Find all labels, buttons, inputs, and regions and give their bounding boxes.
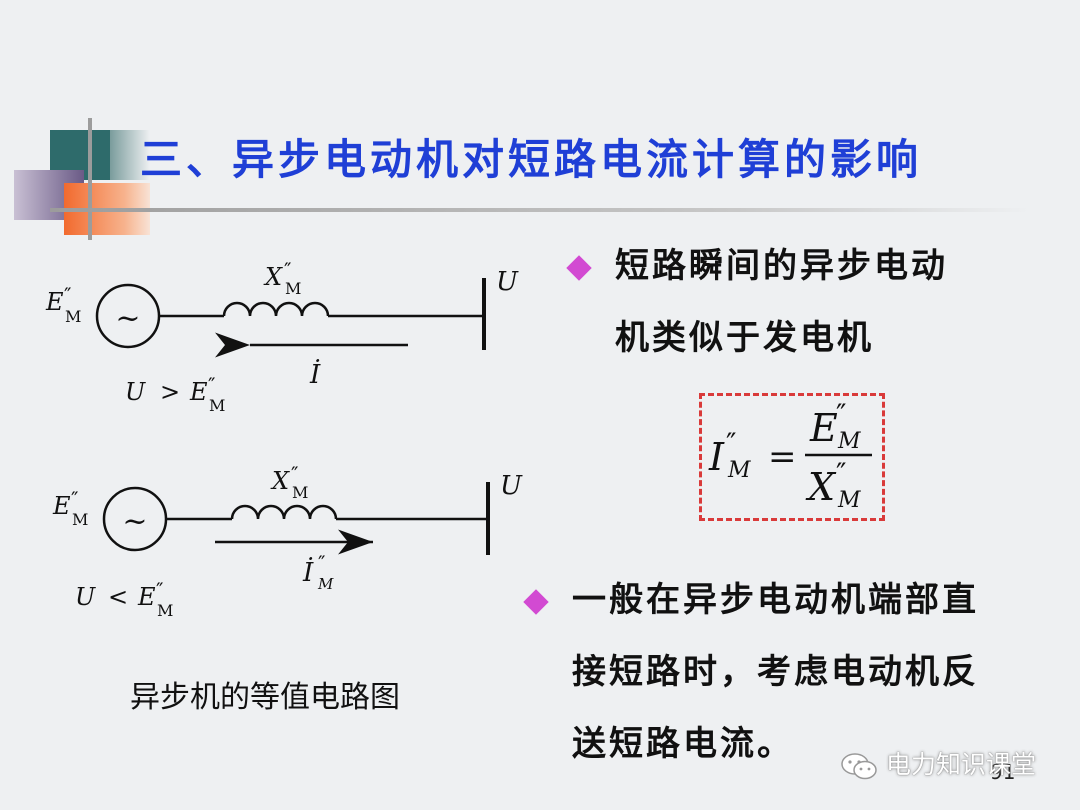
c1-condition-op: > <box>160 378 180 406</box>
formula-box <box>699 393 885 521</box>
c1-condition-symbol: E <box>189 378 208 406</box>
c2-condition-lhs: U <box>75 583 96 611</box>
formula-num-prime: ″ <box>836 398 846 431</box>
slide-title: 三、异步电动机对短路电流计算的影响 <box>140 135 923 184</box>
page-number: 91 <box>990 760 1016 784</box>
bullet-2-text: 一般在异步电动机端部直 接短路时，考虑电动机反 送短路电流。 <box>572 564 979 780</box>
circuit-2: E ″ M ~ X ″ M U İ ″ M U < E ″ M <box>52 462 523 620</box>
c2-reactance-prime: ″ <box>291 462 298 486</box>
c1-source-symbol: E <box>45 288 64 316</box>
c1-condition-lhs: U <box>125 378 146 406</box>
bullet-2-line-2: 接短路时，考虑电动机反 <box>572 652 979 692</box>
decor-horizontal-line <box>50 208 1030 212</box>
c1-reactance-prime: ″ <box>284 258 291 282</box>
decor-teal-fade <box>110 130 150 180</box>
wechat-icon <box>841 753 877 780</box>
c1-condition-prime: ″ <box>208 373 215 397</box>
c1-reactance-sub: M <box>285 279 301 298</box>
bullet-2-line-3: 送短路电流。 <box>572 724 794 764</box>
formula-equals: = <box>768 437 797 477</box>
bullet-2-line-1: 一般在异步电动机端部直 <box>572 580 979 620</box>
c2-reactance-sub: M <box>292 483 308 502</box>
formula-num-sub: M <box>837 429 861 454</box>
formula-num-symbol: E <box>809 406 838 450</box>
c1-bus-label: U <box>496 267 519 297</box>
watermark-text: 电力知识课堂 <box>885 750 1036 779</box>
formula-den-prime: ″ <box>836 457 846 490</box>
bullet-1-text: 短路瞬间的异步电动 机类似于发电机 <box>615 230 948 374</box>
watermark: 电力知识课堂 <box>840 745 1036 781</box>
formula: I ″ M = E ″ M X ″ M <box>708 398 872 513</box>
formula-lhs-prime: ″ <box>726 427 736 460</box>
c1-source-glyph: ~ <box>115 301 140 336</box>
c2-source-sub: M <box>72 510 88 529</box>
formula-den-sub: M <box>837 488 861 513</box>
c1-source-prime: ″ <box>64 283 71 307</box>
c2-source-symbol: E <box>52 492 71 520</box>
decor-vertical-line <box>88 118 92 240</box>
c2-source-glyph: ~ <box>122 504 147 539</box>
bullet-1-line-2: 机类似于发电机 <box>615 318 874 358</box>
c2-condition-symbol: E <box>137 583 156 611</box>
formula-den-symbol: X <box>805 465 837 509</box>
c2-condition-sub: M <box>157 601 173 620</box>
c1-source-sub: M <box>65 307 81 326</box>
c2-current-label: İ <box>302 557 314 588</box>
diagram-caption: 异步机的等值电路图 <box>130 680 400 715</box>
c2-current-sub: M <box>317 575 334 593</box>
c2-bus-label: U <box>500 471 523 501</box>
c2-reactance-symbol: X <box>270 467 290 495</box>
c2-inductor-coil <box>230 504 338 520</box>
circuit-1: E ″ M ~ X ″ M U İ U > E ″ M <box>45 258 519 415</box>
c1-current-label: İ <box>309 359 321 390</box>
bullet-1-line-1: 短路瞬间的异步电动 <box>615 246 948 286</box>
c1-inductor-coil <box>222 301 330 317</box>
c1-condition-sub: M <box>209 396 225 415</box>
c2-condition-prime: ″ <box>156 578 163 602</box>
c1-reactance-symbol: X <box>263 263 283 291</box>
formula-lhs-symbol: I <box>708 435 725 479</box>
c2-current-prime: ″ <box>318 551 325 575</box>
c2-condition-op: < <box>108 583 128 611</box>
c2-source-prime: ″ <box>71 487 78 511</box>
formula-lhs-sub: M <box>727 458 751 483</box>
